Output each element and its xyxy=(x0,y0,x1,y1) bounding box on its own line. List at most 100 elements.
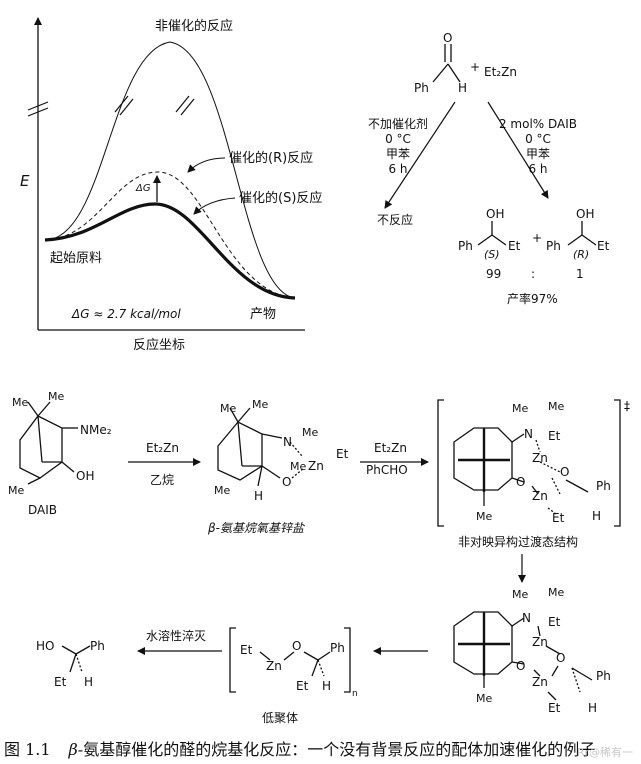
final-ho: HO xyxy=(36,639,54,653)
prod-n: N xyxy=(522,611,531,625)
ts-me-3: Me xyxy=(476,510,492,523)
prod-o-1: O xyxy=(556,651,565,665)
ts-label: 非对映异构过渡态结构 xyxy=(458,534,578,549)
oligomer-h: H xyxy=(322,679,331,693)
prod-me-2: Me xyxy=(548,586,564,599)
alkoxide-me-3: Me xyxy=(214,484,230,497)
s-product-et: Et xyxy=(508,239,521,253)
prod-zn-2: Zn xyxy=(532,675,548,689)
daib-structure xyxy=(19,401,78,485)
alkoxide-me-1: Me xyxy=(220,402,236,415)
caption-text: -氨基醇催化的醛的烷基化反应：一个没有背景反应的配体加速催化的例子 xyxy=(77,740,596,759)
prod-ph: Ph xyxy=(596,669,611,683)
ts-zn-2: Zn xyxy=(532,489,548,503)
alkoxide-me-2: Me xyxy=(252,398,268,411)
x-axis-label: 反应坐标 xyxy=(133,337,185,353)
prod-et-2: Et xyxy=(548,701,561,715)
oligomer-bracket xyxy=(229,627,351,693)
r-catalyzed-curve xyxy=(44,171,296,299)
energy-diagram: E 反应坐标 ΔG 非催化的反应 催化的(R)反应 催化的(S)反应 起始原料 … xyxy=(20,17,322,353)
step2-aldehyde: PhCHO xyxy=(366,463,408,477)
oligomer-structure xyxy=(259,651,331,677)
right-conditions: 2 mol% DAIB 0 °C 甲苯 6 h xyxy=(499,117,577,176)
r-product-ph: Ph xyxy=(546,239,561,253)
ratio-s-value: 99 xyxy=(486,267,501,281)
prod-o-2: O xyxy=(516,659,525,673)
alkoxide-o: O xyxy=(282,475,291,489)
prod-me-3: Me xyxy=(476,692,492,705)
alkoxide-et: Et xyxy=(336,447,349,461)
ts-me-1: Me xyxy=(512,402,528,415)
delta-g-note: ΔG ≈ 2.7 kcal/mol xyxy=(71,307,181,321)
start-material-label: 起始原料 xyxy=(50,251,102,266)
daib-nme2: NMe₂ xyxy=(80,423,112,437)
ts-o-1: O xyxy=(560,465,569,479)
prod-h: H xyxy=(588,701,597,715)
step1-byproduct: 乙烷 xyxy=(150,473,174,487)
final-ph: Ph xyxy=(90,639,105,653)
zinc-alkoxide-label: β-氨基烷氧基锌盐 xyxy=(207,521,306,535)
yield-label: 产率97% xyxy=(507,291,558,306)
left-conditions: 不加催化剂 0 °C 甲苯 6 h xyxy=(368,116,428,176)
oligomer-n: n xyxy=(352,689,358,699)
s-label-arrow xyxy=(193,197,236,215)
no-reaction-label: 不反应 xyxy=(377,212,413,227)
figure-canvas: E 反应坐标 ΔG 非催化的反应 催化的(R)反应 催化的(S)反应 起始原料 … xyxy=(8,17,630,725)
oligomer-o: O xyxy=(292,639,301,653)
oligomer-et-1: Et xyxy=(240,643,253,657)
alkoxide-me-4: Me xyxy=(290,460,306,473)
alkoxide-zn: Zn xyxy=(308,459,324,473)
oligomer-label: 低聚体 xyxy=(262,711,298,725)
ts-h: H xyxy=(592,509,601,523)
benzaldehyde-ph: Ph xyxy=(414,81,429,95)
right-condition-temp: 0 °C xyxy=(525,132,551,146)
s-product-oh: OH xyxy=(486,207,504,221)
final-et: Et xyxy=(54,675,67,689)
ts-dagger: ‡ xyxy=(624,399,630,413)
uncatalyzed-label: 非催化的反应 xyxy=(155,18,233,34)
caption-figure-number: 图 1.1 xyxy=(4,740,51,759)
r-product-oh: OH xyxy=(576,207,594,221)
axis-break-mark xyxy=(27,101,49,117)
alkoxide-me-n: Me xyxy=(302,426,318,439)
mechanism-scheme: Me Me NMe₂ OH Me DAIB Et₂Zn 乙烷 Me Me N M… xyxy=(8,390,630,725)
plus-sign: + xyxy=(470,60,480,74)
delta-g-small-label: ΔG xyxy=(135,183,151,194)
uncatalyzed-curve xyxy=(44,41,296,299)
s-config-label: (S) xyxy=(484,248,500,261)
r-label-arrow xyxy=(187,157,226,173)
prod-et-1: Et xyxy=(548,615,561,629)
benzaldehyde-o: O xyxy=(443,31,452,45)
oligomer-zn: Zn xyxy=(266,659,282,673)
r-product-et: Et xyxy=(597,239,610,253)
watermark: Rr@稀有一 xyxy=(576,746,633,759)
alkoxide-h: H xyxy=(254,489,263,503)
ts-o-2: O xyxy=(516,475,525,489)
quench-label: 水溶性淬灭 xyxy=(146,628,206,643)
step1-reagent: Et₂Zn xyxy=(146,441,179,455)
left-condition-temp: 0 °C xyxy=(385,132,411,146)
r-product-structure xyxy=(567,221,597,246)
daib-oh: OH xyxy=(76,469,94,483)
product-dimer-structure xyxy=(453,611,593,701)
right-condition-solvent: 甲苯 xyxy=(526,147,550,161)
left-condition-time: 6 h xyxy=(388,162,407,176)
products-plus: + xyxy=(532,231,542,245)
benzaldehyde-h: H xyxy=(458,81,467,95)
top-right-scheme: O Ph H + Et₂Zn 不加催化剂 0 °C 甲苯 6 h 2 mol% … xyxy=(368,31,610,306)
ts-zn-1: Zn xyxy=(532,451,548,465)
ts-et-2: Et xyxy=(552,511,565,525)
transition-state-structure xyxy=(453,427,589,515)
r-config-label: (R) xyxy=(573,248,589,261)
s-product-ph: Ph xyxy=(458,239,473,253)
prod-me-1: Me xyxy=(512,588,528,601)
product-label: 产物 xyxy=(250,307,276,322)
y-axis-label: E xyxy=(20,172,30,190)
final-h: H xyxy=(84,675,93,689)
ts-n: N xyxy=(524,427,533,441)
zinc-alkoxide-structure xyxy=(217,407,305,487)
oligomer-ph: Ph xyxy=(330,641,345,655)
ts-et-1: Et xyxy=(548,429,561,443)
alkoxide-n: N xyxy=(283,435,292,449)
prod-zn-1: Zn xyxy=(532,635,548,649)
